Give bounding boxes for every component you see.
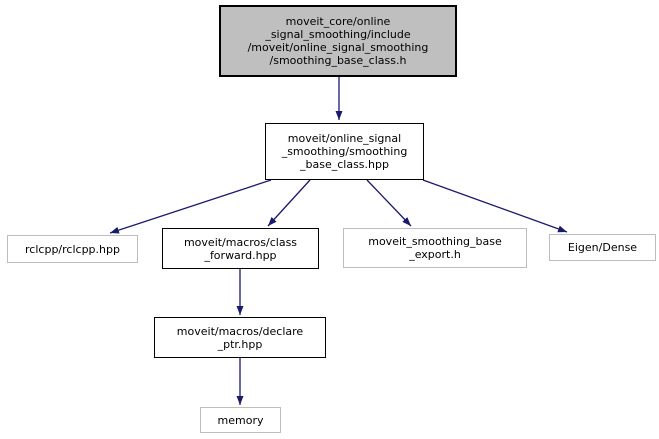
node-smoothing-base-export-h: moveit_smoothing_base _export.h xyxy=(343,228,527,268)
node-smoothing-base-class-h: moveit_core/online _signal_smoothing/inc… xyxy=(219,5,457,77)
edge-hpp-to-export xyxy=(366,179,412,227)
node-class-forward-hpp[interactable]: moveit/macros/class _forward.hpp xyxy=(162,228,319,269)
edge-hpp-to-rclcpp xyxy=(109,179,272,234)
edge-hpp-to-eigen xyxy=(422,179,568,233)
edge-hpp-to-class-forward xyxy=(267,179,311,227)
node-declare-ptr-hpp[interactable]: moveit/macros/declare _ptr.hpp xyxy=(154,317,326,358)
node-memory: memory xyxy=(200,407,281,433)
node-smoothing-base-class-hpp[interactable]: moveit/online_signal _smoothing/smoothin… xyxy=(265,123,424,180)
node-rclcpp-hpp: rclcpp/rclcpp.hpp xyxy=(7,235,138,263)
node-eigen-dense: Eigen/Dense xyxy=(549,234,656,261)
